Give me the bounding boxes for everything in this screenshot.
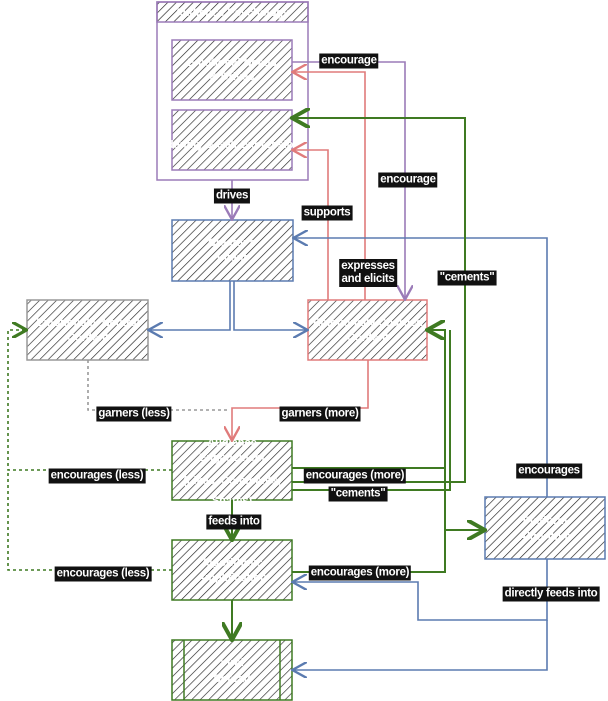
node-identity[interactable]: Identity & Self-Expression: [164, 109, 301, 171]
node-label: Spread: [213, 673, 250, 685]
node-label: Emotional Needs: [187, 57, 276, 69]
node-needs[interactable]: Emotional Needs & Drives: [171, 39, 293, 101]
node-label: Engagement: [199, 452, 265, 464]
node-neutral[interactable]: Emotionally Neutral Content: [26, 299, 149, 361]
edge-label-line: and elicits: [341, 273, 395, 285]
edge-label-encourage-mid: encourage: [378, 172, 438, 188]
edge-expresses: [294, 72, 366, 300]
node-platform[interactable]: Platform Algorithm: [484, 496, 606, 560]
edge-encourages-less-1: [7, 330, 172, 471]
node-label: Platform: [523, 515, 568, 527]
edge-supports: [294, 150, 329, 300]
edge-creator-neutral: [150, 281, 231, 330]
node-label: Algorithm: [519, 531, 571, 543]
node-label: Intent: [217, 252, 247, 264]
edge-label-cements-low: "cements": [328, 486, 388, 502]
node-label: Content: [67, 332, 109, 344]
node-label: Amplification: [197, 572, 267, 584]
edge-label-feeds-into: feeds into: [206, 514, 262, 530]
node-label: Algorithmic: [201, 557, 262, 569]
edge-garners-more: [232, 360, 369, 439]
edge-encourages-less-2: [7, 470, 172, 571]
group-title: Audience Psychology: [175, 7, 290, 19]
node-label: Content: [347, 332, 389, 344]
edge-garners-less: [87, 360, 230, 411]
node-label: Emotionally Charged: [313, 317, 423, 329]
edge-label-cements-right: "cements": [437, 270, 497, 286]
edge-creator-charged: [233, 281, 306, 330]
edge-label-line: expresses: [341, 260, 395, 272]
node-amplification[interactable]: Algorithmic Amplification: [171, 539, 293, 601]
edge-platform-viral: [294, 620, 548, 670]
edge-platform-encourages: [295, 238, 548, 497]
edge-label-encourages-more-1: encourages (more): [303, 468, 407, 484]
edge-label-directly-feeds-into: directly feeds into: [502, 586, 600, 602]
node-label: Emotionally Neutral: [36, 317, 139, 329]
node-viral[interactable]: Viral Spread: [171, 639, 293, 701]
node-creator[interactable]: Creator's Intent: [171, 219, 294, 282]
node-label: Identity & Self-Expression: [164, 139, 301, 151]
edge-label-garners-more: garners (more): [279, 406, 361, 422]
node-engagement[interactable]: Audience Engagement (Likes, Comments, Sh…: [171, 437, 293, 507]
edge-label-drives: drives: [213, 188, 251, 204]
node-charged[interactable]: Emotionally Charged Content: [307, 299, 428, 361]
edge-label-encourages-less-1: encourages (less): [48, 468, 146, 484]
edge-label-garners-less: garners (less): [96, 406, 172, 422]
node-label: (Likes, Comments,: [183, 475, 281, 487]
edge-label-encourage-top: encourage: [319, 53, 379, 69]
node-label: Creator's: [208, 237, 256, 249]
edge-label-encourages-platform: encourages: [516, 463, 582, 479]
edge-label-supports: supports: [301, 205, 353, 221]
node-label: & Drives: [210, 71, 255, 83]
node-label: Audience: [207, 437, 257, 449]
node-label: Viral: [220, 657, 244, 669]
edge-label-encourages-less-2: encourages (less): [54, 566, 152, 582]
edge-label-encourages-more-2: encourages (more): [308, 565, 412, 581]
